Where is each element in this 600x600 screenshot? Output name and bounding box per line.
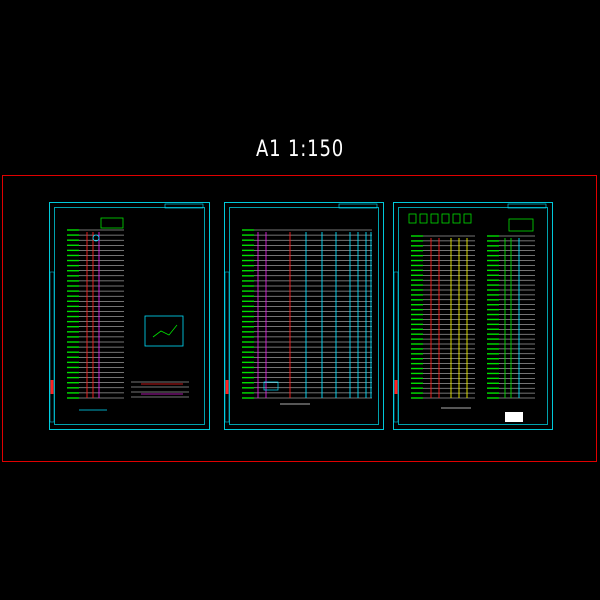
side-strip xyxy=(224,271,230,423)
revision-mark xyxy=(394,380,398,394)
valve-symbol xyxy=(92,234,100,242)
riser-diagram-sheet-1 xyxy=(49,202,210,430)
floor-lines xyxy=(411,235,475,399)
layout-frame xyxy=(2,175,597,462)
equipment-symbol xyxy=(441,213,450,224)
sheet-border xyxy=(224,202,384,430)
floor-lines xyxy=(242,229,372,399)
revision-mark xyxy=(225,380,229,394)
riser-diagram-sheet-2 xyxy=(224,202,384,430)
legend-box xyxy=(505,412,523,422)
equipment-symbol xyxy=(419,213,428,224)
equipment-symbol xyxy=(463,213,472,224)
equipment-symbol xyxy=(100,217,124,229)
detail-sketch xyxy=(152,324,178,338)
sheet-inner-border xyxy=(229,207,379,425)
title-block xyxy=(338,203,378,209)
revision-mark xyxy=(50,380,54,394)
side-strip xyxy=(393,271,399,423)
riser-pipes xyxy=(504,238,520,398)
sheet-border xyxy=(393,202,553,430)
equipment-row xyxy=(408,213,472,224)
riser-pipes xyxy=(86,232,100,398)
sheet-inner-border xyxy=(398,207,548,425)
side-strip xyxy=(49,271,55,423)
title-block xyxy=(164,203,204,209)
equipment-symbol xyxy=(408,213,417,224)
riser-pipes xyxy=(257,232,372,398)
title-block xyxy=(507,203,547,209)
floor-lines xyxy=(67,229,124,399)
detail-box xyxy=(144,315,184,347)
equipment-symbol xyxy=(508,218,534,232)
riser-pipes xyxy=(430,238,468,398)
equipment-symbol xyxy=(430,213,439,224)
sheet-border xyxy=(49,202,210,430)
equipment-symbol xyxy=(452,213,461,224)
riser-diagram-sheet-3 xyxy=(393,202,553,430)
equipment-symbol xyxy=(263,381,279,391)
pump-detail xyxy=(131,381,189,398)
sheet-inner-border xyxy=(54,207,205,425)
drawing-scale-title: A1 1:150 xyxy=(255,137,345,162)
